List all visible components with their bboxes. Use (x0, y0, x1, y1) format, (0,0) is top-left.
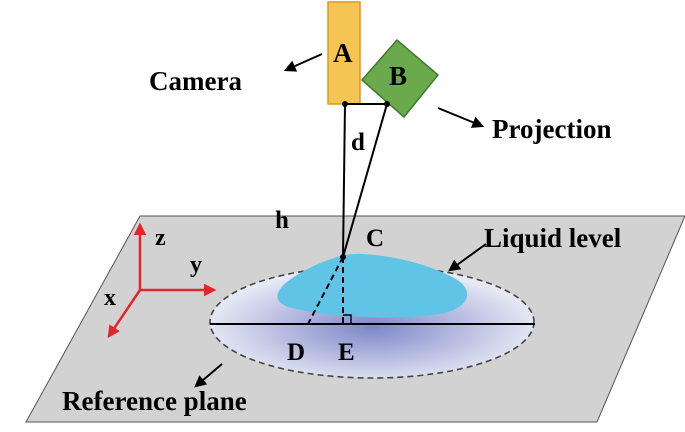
camera-label: Camera (149, 66, 242, 96)
d-point-label: D (287, 339, 305, 366)
line-a-c (342, 103, 346, 258)
liquid-level-label: Liquid level (484, 223, 622, 253)
right-angle-marker (343, 314, 352, 324)
c-label: C (366, 225, 384, 252)
axis-x-line (107, 289, 142, 339)
reference-plane-arrow (194, 363, 223, 388)
projection-label: Projection (492, 114, 611, 144)
axis-z-label: z (155, 225, 166, 251)
coordinate-axes (107, 222, 217, 339)
line-c-d (307, 256, 344, 325)
camera-arrow (283, 53, 323, 72)
axis-x-label: x (104, 285, 116, 311)
projector-letter-label: B (389, 61, 407, 91)
liquid-drop (277, 253, 468, 318)
projection-arrow (437, 107, 485, 128)
reference-plane-label: Reference plane (62, 386, 247, 416)
point-c (340, 254, 346, 260)
camera-letter-label: A (333, 38, 353, 68)
camera-box (327, 1, 361, 105)
liquid-level-arrow (448, 243, 487, 272)
d-label: d (351, 129, 365, 156)
projector-box (360, 38, 440, 119)
line-b-c (342, 103, 388, 258)
e-point-label: E (338, 339, 355, 366)
point-a (342, 101, 348, 107)
h-label: h (275, 207, 289, 234)
axis-y-label: y (190, 252, 202, 278)
point-b (384, 101, 390, 107)
